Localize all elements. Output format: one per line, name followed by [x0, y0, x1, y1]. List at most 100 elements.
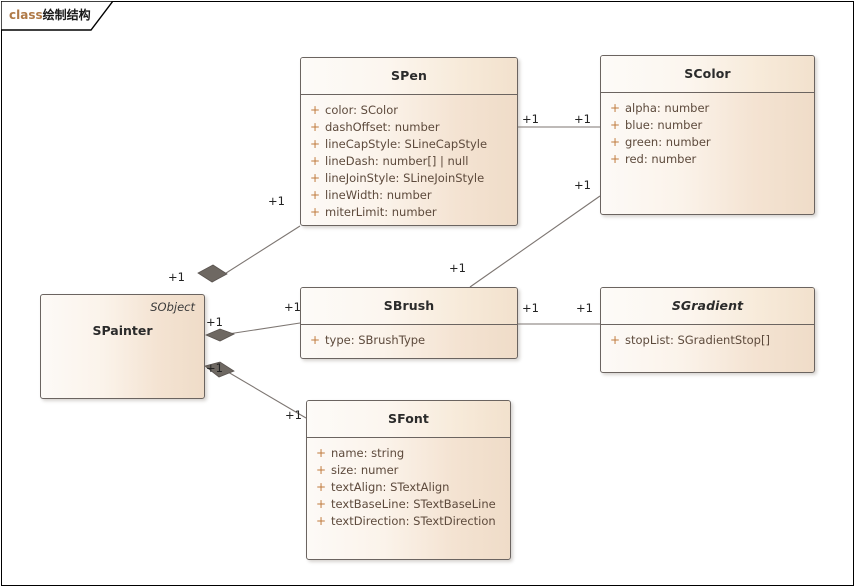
visibility-public-icon: +: [610, 152, 621, 166]
attribute-label: type: SBrushType: [325, 333, 426, 347]
class-stereotype-spainter: SObject: [150, 300, 195, 314]
attribute-row: + textBaseLine: STextBaseLine: [307, 496, 510, 513]
visibility-public-icon: +: [310, 154, 321, 168]
visibility-public-icon: +: [316, 514, 327, 528]
attribute-label: color: SColor: [325, 103, 398, 117]
edge-sbrush-scolor: [469, 195, 601, 288]
multiplicity-label-m-scolor-left-bot: +1: [574, 178, 591, 192]
attribute-label: lineWidth: number: [325, 188, 432, 202]
class-box-sgradient[interactable]: SGradient + stopList: SGradientStop[]: [600, 287, 815, 373]
visibility-public-icon: +: [310, 103, 321, 117]
class-attributes-spen: + color: SColor + dashOffset: number + lineCa…: [301, 95, 517, 221]
class-name-spainter: SPainter: [92, 323, 153, 338]
attribute-row: + color: SColor: [301, 102, 517, 119]
visibility-public-icon: +: [310, 333, 321, 347]
composition-diamond-icon: [197, 264, 228, 283]
multiplicity-label-m-scolor-left-top: +1: [574, 112, 591, 126]
multiplicity-label-m-sfont-left: +1: [285, 408, 302, 422]
uml-frame-tab: [1, 1, 113, 31]
attribute-label: size: numer: [331, 463, 399, 477]
attribute-label: stopList: SGradientStop[]: [625, 333, 770, 347]
multiplicity-label-m-spen-left: +1: [268, 194, 285, 208]
class-header-spen: SPen: [301, 58, 517, 95]
attribute-label: blue: number: [625, 118, 703, 132]
attribute-row: + alpha: number: [601, 100, 814, 117]
visibility-public-icon: +: [316, 480, 327, 494]
attribute-label: textAlign: STextAlign: [331, 480, 450, 494]
class-attributes-sgradient: + stopList: SGradientStop[]: [601, 325, 814, 349]
multiplicity-label-m-sgradient-left: +1: [576, 301, 593, 315]
attribute-label: miterLimit: number: [325, 205, 437, 219]
visibility-public-icon: +: [310, 137, 321, 151]
class-box-sfont[interactable]: SFont + name: string + size: numer + textAlign…: [306, 400, 511, 560]
attribute-label: name: string: [331, 446, 405, 460]
visibility-public-icon: +: [310, 205, 321, 219]
class-box-spen[interactable]: SPen + color: SColor + dashOffset: number + li…: [300, 57, 518, 226]
attribute-row: + textAlign: STextAlign: [307, 479, 510, 496]
composition-diamond-icon: [204, 328, 236, 342]
visibility-public-icon: +: [316, 446, 327, 460]
uml-frame-name: 绘制结构: [42, 8, 91, 22]
attribute-row: + textDirection: STextDirection: [307, 513, 510, 530]
attribute-row: +red: number: [601, 151, 814, 168]
class-box-scolor[interactable]: SColor + alpha: number + blue: number + green:…: [600, 55, 815, 215]
visibility-public-icon: +: [610, 135, 621, 149]
attribute-row: + stopList: SGradientStop[]: [601, 332, 814, 349]
class-header-scolor: SColor: [601, 56, 814, 93]
edge-spainter-sbrush: [204, 322, 301, 342]
class-header-spainter: SObject: [41, 295, 204, 325]
visibility-public-icon: +: [310, 120, 321, 134]
visibility-public-icon: +: [310, 188, 321, 202]
visibility-public-icon: +: [610, 101, 621, 115]
class-name-spen: SPen: [391, 68, 427, 83]
attribute-row: + lineCapStyle: SLineCapStyle: [301, 136, 517, 153]
class-name-sgradient: SGradient: [671, 298, 744, 313]
visibility-public-icon: +: [316, 497, 327, 511]
visibility-public-icon: +: [610, 118, 621, 132]
multiplicity-label-m-spainter-spen: +1: [168, 270, 185, 284]
multiplicity-label-m-sbrush-top: +1: [449, 261, 466, 275]
class-attributes-sfont: + name: string + size: numer + textAlign: STe…: [307, 438, 510, 530]
class-attributes-scolor: + alpha: number + blue: number + green: numbe…: [601, 93, 814, 168]
attribute-row: + size: numer: [307, 462, 510, 479]
multiplicity-label-m-sbrush-left: +1: [284, 300, 301, 314]
attribute-label: dashOffset: number: [325, 120, 440, 134]
attribute-label: lineJoinStyle: SLineJoinStyle: [325, 171, 485, 185]
uml-frame-title: class绘制结构: [9, 7, 91, 23]
attribute-row: + lineJoinStyle: SLineJoinStyle: [301, 170, 517, 187]
attribute-label: alpha: number: [625, 101, 710, 115]
uml-frame-keyword: class: [9, 8, 43, 22]
multiplicity-label-m-spen-right: +1: [522, 112, 539, 126]
attribute-label: lineDash: number[] | null: [325, 154, 469, 168]
class-header-sgradient: SGradient: [601, 288, 814, 325]
class-box-sbrush[interactable]: SBrush + type: SBrushType: [300, 287, 518, 359]
edge-spainter-spen: [197, 225, 301, 283]
attribute-label: lineCapStyle: SLineCapStyle: [325, 137, 488, 151]
visibility-public-icon: +: [610, 333, 621, 347]
visibility-public-icon: +: [310, 171, 321, 185]
attribute-row: + dashOffset: number: [301, 119, 517, 136]
class-header-sfont: SFont: [307, 401, 510, 438]
attribute-row: + name: string: [307, 445, 510, 462]
class-header-sbrush: SBrush: [301, 288, 517, 325]
multiplicity-label-m-sbrush-right: +1: [522, 301, 539, 315]
visibility-public-icon: +: [316, 463, 327, 477]
attribute-row: + green: number: [601, 134, 814, 151]
edge-spainter-sfont: [204, 361, 307, 419]
multiplicity-label-m-spainter-sbrush: +1: [206, 315, 223, 329]
attribute-label: green: number: [625, 135, 711, 149]
attribute-row: + lineWidth: number: [301, 187, 517, 204]
attribute-label: textBaseLine: STextBaseLine: [331, 497, 496, 511]
class-attributes-sbrush: + type: SBrushType: [301, 325, 517, 349]
class-name-sfont: SFont: [388, 411, 429, 426]
attribute-label: textDirection: STextDirection: [331, 514, 496, 528]
attribute-row: + lineDash: number[] | null: [301, 153, 517, 170]
class-name-scolor: SColor: [684, 66, 731, 81]
attribute-row: + blue: number: [601, 117, 814, 134]
composition-diamond-icon: [204, 361, 235, 378]
attribute-row: + type: SBrushType: [301, 332, 517, 349]
class-name-sbrush: SBrush: [383, 298, 435, 313]
